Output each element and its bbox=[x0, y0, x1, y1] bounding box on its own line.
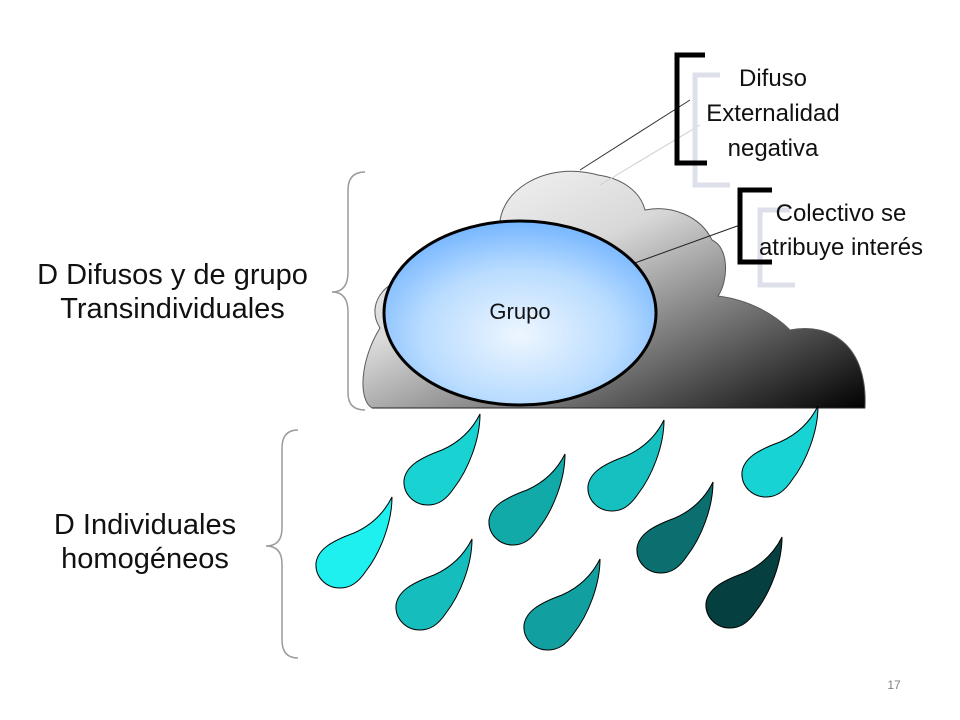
rain-drop bbox=[315, 496, 393, 589]
connector-line-difuso bbox=[579, 99, 691, 171]
callout-difuso-line-3: negativa bbox=[727, 134, 819, 162]
callout-colectivo-line-2: atribuye interés bbox=[758, 233, 924, 261]
rain-drop bbox=[587, 419, 665, 512]
label-individuales-line-1: D Individuales bbox=[53, 509, 237, 541]
colectivo-bracket bbox=[737, 187, 795, 288]
page-number: 17 bbox=[887, 678, 901, 692]
label-individuales-homogeneos: D Individuales homogéneos bbox=[30, 508, 260, 576]
rain-drop bbox=[403, 413, 481, 506]
connector-line-colectivo bbox=[631, 224, 741, 265]
difuso-bracket bbox=[674, 52, 730, 188]
group-ellipse-label: Grupo bbox=[489, 299, 551, 324]
brace-individuales bbox=[265, 429, 299, 659]
rain-drop bbox=[636, 481, 714, 574]
label-individuales-line-2: homogéneos bbox=[61, 543, 229, 576]
callout-colectivo-line-1: Colectivo se bbox=[775, 200, 907, 227]
rain-drop bbox=[705, 536, 783, 629]
connector-line-difuso-shadow bbox=[599, 124, 701, 186]
callout-difuso-line-2: Externalidad bbox=[706, 99, 840, 127]
group-ellipse bbox=[382, 219, 658, 407]
callout-difuso-line-1: Difuso bbox=[738, 65, 808, 92]
rain-drops bbox=[315, 405, 819, 651]
label-difusos-transindividuales: D Difusos y de grupo Transindividuales bbox=[10, 258, 335, 326]
label-difusos-line-2: Transindividuales bbox=[60, 293, 285, 326]
rain-drop bbox=[523, 558, 601, 651]
rain-drop bbox=[488, 453, 566, 546]
callout-difuso: Difuso Externalidad negativa bbox=[688, 62, 858, 166]
brace-difusos bbox=[331, 171, 366, 411]
rain-drop bbox=[395, 538, 473, 631]
rain-drop bbox=[741, 405, 819, 498]
label-difusos-line-1: D Difusos y de grupo bbox=[37, 259, 308, 291]
callout-colectivo: Colectivo se atribuye interés bbox=[740, 197, 942, 264]
